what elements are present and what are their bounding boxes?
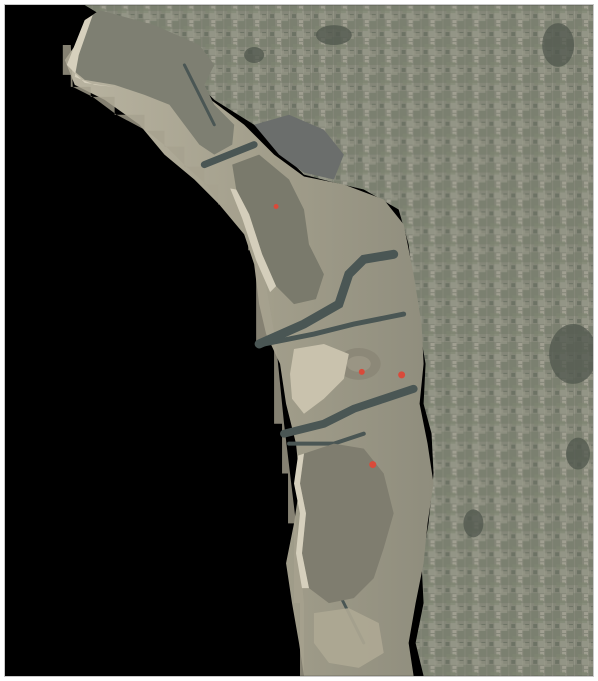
island-middle-inner <box>346 355 371 372</box>
island-south-beach <box>294 453 309 589</box>
mainland <box>84 5 593 676</box>
marker-red-1[interactable] <box>273 203 279 209</box>
map-frame[interactable] <box>4 4 594 677</box>
marker-red-3[interactable] <box>398 371 406 379</box>
satellite-map[interactable] <box>5 5 593 676</box>
marker-red-4[interactable] <box>369 461 377 469</box>
island-south <box>299 443 394 604</box>
urban-area <box>254 114 344 180</box>
island-north <box>232 154 324 305</box>
north-peninsula <box>66 10 235 155</box>
island-north-beach <box>230 188 277 293</box>
north-beach <box>66 15 115 87</box>
southern-sandbar <box>313 608 384 668</box>
marker-red-2[interactable] <box>358 368 365 375</box>
mainland-dark-patches <box>244 23 593 538</box>
sandbar-middle <box>290 343 349 414</box>
